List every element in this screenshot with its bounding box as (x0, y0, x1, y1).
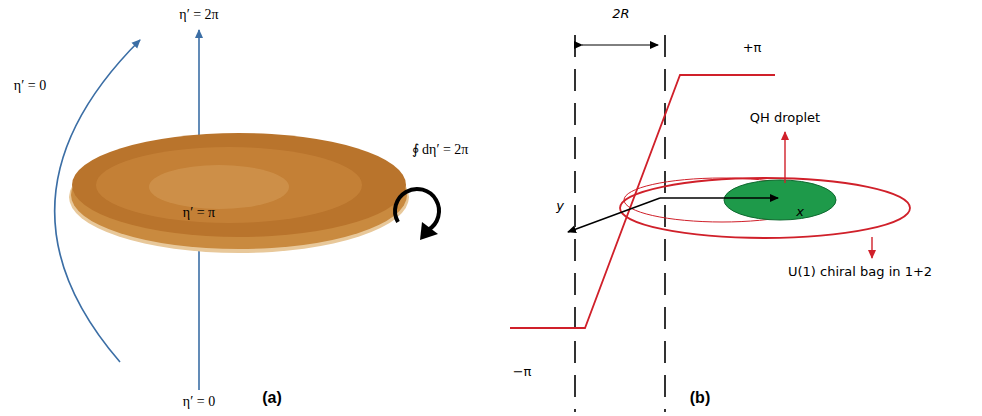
integral-label: ∮ dη′ = 2π (412, 142, 469, 157)
dimension-label: 2R (612, 7, 629, 21)
region-label: QH droplet (750, 111, 820, 125)
axis-label: η′ = 0 (14, 78, 46, 93)
axis-label: y (556, 199, 564, 213)
pancake-disc: η′ = π (66, 125, 412, 257)
value-label: −π (513, 365, 532, 379)
pancake-shape (66, 125, 412, 257)
axis-label: x (796, 205, 804, 219)
region-label: U(1) chiral bag in 1+2 (788, 265, 932, 279)
panel-label: (a) (262, 389, 282, 407)
axis-label: η′ = 2π (179, 7, 218, 22)
node-text: η′ = π (183, 205, 215, 220)
value-label: +π (743, 41, 762, 55)
axis-label: η′ = 0 (183, 394, 215, 409)
panel-label: (b) (690, 389, 710, 407)
